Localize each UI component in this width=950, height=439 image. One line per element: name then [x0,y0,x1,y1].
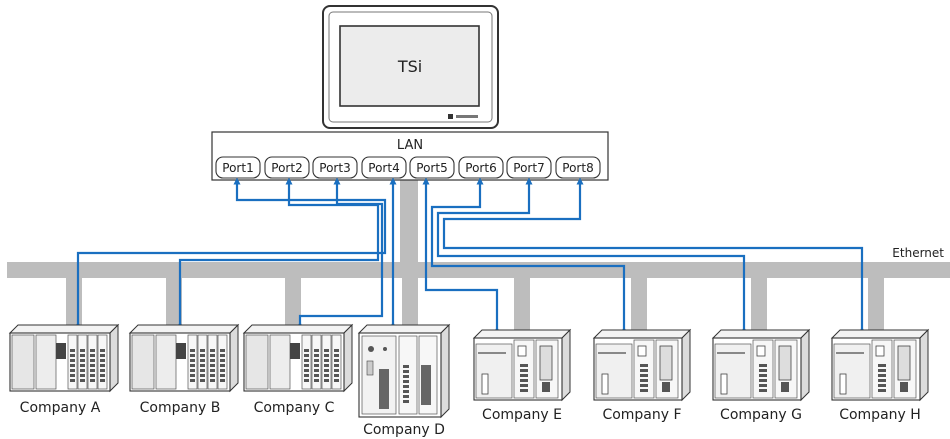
hmi-panel: TSi [322,5,499,129]
lan-label: LAN [397,138,423,153]
plc-icon [592,328,692,402]
link-port1-company-a [74,177,387,329]
lan-port-8: Port8 [555,156,601,179]
lan-port-1: Port1 [215,156,261,179]
brand-logo-text [456,115,478,118]
hmi-label: TSi [397,57,422,76]
link-port7-company-g [436,177,748,334]
device-company-e: Company E [472,328,572,423]
link-lines [74,177,866,334]
lan-switch: LAN Port1 Port2 Port3 Port4 Port5 Port6 Port7 P… [211,131,609,181]
plc-icon [830,328,930,402]
link-port2-company-b [176,177,380,329]
lan-port-4: Port4 [361,156,407,179]
lan-port-6: Port6 [458,156,504,179]
port-label: Port3 [319,161,350,175]
lan-port-2: Port2 [264,156,310,179]
brand-logo-icon [448,114,453,119]
device-label: Company C [254,400,335,416]
device-label: Company D [363,422,445,438]
port-label: Port4 [368,161,399,175]
device-company-g: Company G [711,328,811,423]
plc-icon [242,323,354,393]
lan-port-7: Port7 [506,156,552,179]
device-label: Company H [839,407,921,423]
device-label: Company F [602,407,681,423]
ethernet-bus [7,179,950,330]
device-company-d: Company D [357,323,451,438]
device-company-f: Company F [592,328,692,423]
ethernet-label: Ethernet [892,246,944,260]
plc-icon [128,323,240,393]
plc-icon [8,323,120,393]
device-company-b: Company B [128,323,240,416]
device-company-c: Company C [242,323,354,416]
link-port3-company-c [296,177,384,329]
link-port8-company-h [442,177,866,334]
port-label: Port2 [271,161,302,175]
plc-icon [472,328,572,402]
port-label: Port1 [222,161,253,175]
device-company-a: Company A [8,323,120,416]
port-label: Port5 [416,161,447,175]
device-label: Company A [20,400,101,416]
device-label: Company G [720,407,802,423]
device-company-h: Company H [830,328,930,423]
device-label: Company E [482,407,562,423]
port-label: Port8 [562,161,593,175]
lan-port-5: Port5 [409,156,455,179]
port-label: Port6 [465,161,496,175]
lan-port-3: Port3 [312,156,358,179]
port-label: Port7 [513,161,544,175]
device-label: Company B [140,400,221,416]
plc-icon [357,323,451,419]
plc-icon [711,328,811,402]
